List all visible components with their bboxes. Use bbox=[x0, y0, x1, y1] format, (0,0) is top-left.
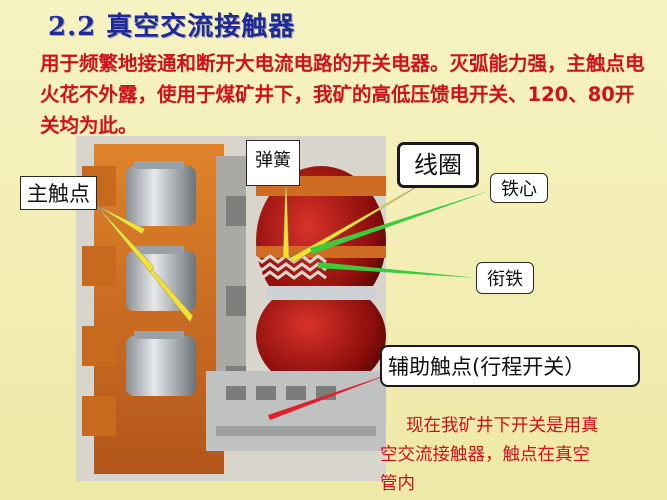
armature-bar bbox=[266, 286, 376, 300]
label-armature: 衔铁 bbox=[476, 262, 534, 294]
intro-paragraph: 用于频繁地接通和断开大电流电路的开关电器。灭弧能力强，主触点电火花不外露，使用于… bbox=[40, 52, 645, 137]
note-line-1: 现在我矿井下开关是用真 bbox=[406, 416, 599, 436]
note-line-2: 空交流接触器，触点在真空 bbox=[380, 445, 590, 465]
spring bbox=[253, 254, 327, 280]
label-main-contact: 主触点 bbox=[20, 176, 97, 210]
contactor-photo bbox=[76, 136, 386, 481]
note-line-3: 管内 bbox=[380, 474, 415, 494]
vacuum-tube-3 bbox=[126, 331, 196, 396]
label-coil: 线圈 bbox=[397, 142, 479, 188]
slide-title: 2.2 真空交流接触器 bbox=[48, 12, 296, 42]
label-aux-contact: 辅助触点(行程开关） bbox=[380, 345, 640, 387]
label-iron-core: 铁心 bbox=[490, 173, 548, 203]
bottom-note: 现在我矿井下开关是用真 空交流接触器，触点在真空 管内 bbox=[380, 412, 650, 499]
vacuum-tube-1 bbox=[126, 161, 196, 226]
label-spring: 弹簧 bbox=[246, 140, 300, 186]
aux-switch-block bbox=[206, 371, 386, 451]
